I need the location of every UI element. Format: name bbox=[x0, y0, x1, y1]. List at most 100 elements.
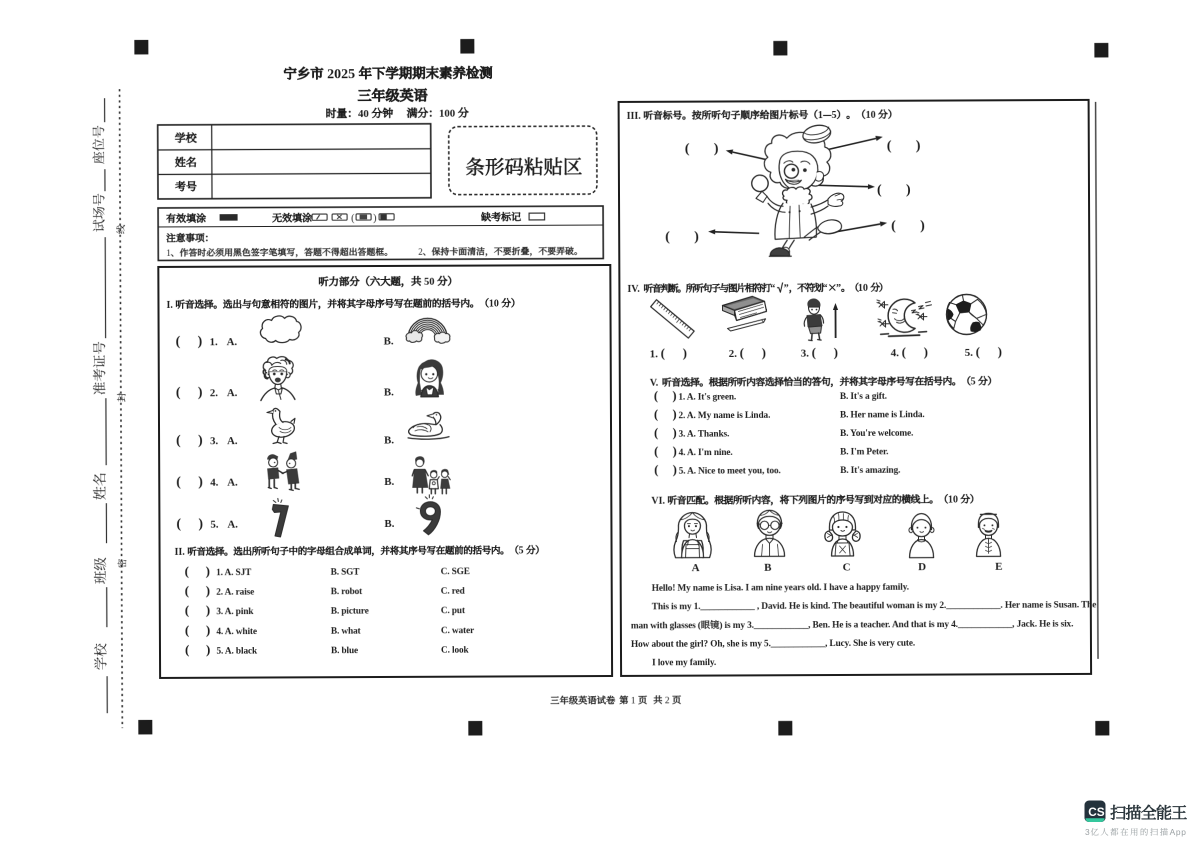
svg-text:B. Her name is Linda.: B. Her name is Linda. bbox=[840, 410, 925, 420]
svg-text:): ) bbox=[206, 602, 210, 617]
svg-text:C. water: C. water bbox=[441, 626, 474, 636]
svg-text:(: ( bbox=[185, 622, 189, 637]
svg-text:1: 1 bbox=[818, 110, 823, 121]
svg-text:(: ( bbox=[665, 230, 670, 245]
svg-text:): ) bbox=[198, 474, 203, 490]
svg-text:5. A. black: 5. A. black bbox=[216, 646, 258, 656]
svg-text:3. A. pink: 3. A. pink bbox=[216, 607, 254, 617]
svg-text:VI.: VI. bbox=[651, 496, 667, 507]
svg-text:1.: 1. bbox=[650, 348, 659, 360]
svg-text:3. A. Thanks.: 3. A. Thanks. bbox=[679, 429, 730, 439]
svg-text:4. A. I'm nine.: 4. A. I'm nine. bbox=[679, 448, 733, 458]
svg-text:1: 1 bbox=[166, 248, 170, 258]
svg-text:C: C bbox=[843, 561, 851, 573]
svg-text:3.: 3. bbox=[801, 348, 810, 360]
svg-text:3: 3 bbox=[1085, 827, 1090, 837]
svg-text:(: ( bbox=[654, 389, 658, 403]
svg-text:50: 50 bbox=[421, 277, 437, 288]
svg-text:): ) bbox=[206, 642, 210, 657]
svg-text:): ) bbox=[198, 432, 203, 448]
svg-text:2.: 2. bbox=[210, 387, 218, 399]
svg-text:1. A. SJT: 1. A. SJT bbox=[216, 568, 252, 578]
svg-text:): ) bbox=[834, 346, 838, 360]
svg-text:4.: 4. bbox=[210, 477, 218, 489]
svg-text:C. red: C. red bbox=[441, 587, 466, 597]
svg-text:(: ( bbox=[176, 474, 181, 490]
svg-text:): ) bbox=[916, 139, 921, 154]
svg-text:4.: 4. bbox=[891, 347, 900, 359]
svg-text:): ) bbox=[714, 142, 719, 157]
svg-text:”: ” bbox=[784, 283, 789, 294]
svg-text:): ) bbox=[206, 583, 210, 598]
svg-text:B.: B. bbox=[384, 434, 394, 446]
svg-text:How about the girl? Oh, she is: How about the girl? Oh, she is my 5.____… bbox=[631, 639, 915, 650]
svg-text:4. A. white: 4. A. white bbox=[216, 627, 257, 637]
svg-text:(: ( bbox=[877, 183, 882, 198]
svg-text:5.: 5. bbox=[965, 347, 974, 359]
svg-text:B. picture: B. picture bbox=[331, 607, 369, 617]
svg-text:(: ( bbox=[976, 345, 980, 359]
svg-text:man with glasses (: man with glasses ( bbox=[631, 620, 701, 631]
svg-text:): ) bbox=[694, 230, 699, 245]
svg-text:2: 2 bbox=[418, 247, 422, 257]
svg-text:5.: 5. bbox=[210, 519, 218, 531]
svg-text:10: 10 bbox=[948, 494, 961, 505]
svg-text:(: ( bbox=[185, 563, 189, 578]
svg-text:(: ( bbox=[185, 583, 189, 598]
svg-text:10: 10 bbox=[489, 298, 502, 309]
svg-text:5: 5 bbox=[971, 376, 979, 387]
svg-text:2: 2 bbox=[662, 696, 672, 706]
svg-text:A.: A. bbox=[227, 435, 238, 447]
svg-text:): ) bbox=[206, 622, 210, 637]
svg-text:V.: V. bbox=[650, 378, 661, 389]
svg-text:B. You're welcome.: B. You're welcome. bbox=[840, 429, 913, 439]
svg-text:(: ( bbox=[685, 142, 690, 157]
svg-text:2.: 2. bbox=[729, 348, 738, 360]
svg-text:(: ( bbox=[654, 444, 658, 458]
svg-text:): ) bbox=[673, 463, 677, 477]
svg-text:100: 100 bbox=[439, 108, 458, 120]
svg-text:): ) bbox=[924, 345, 928, 359]
svg-text:A.: A. bbox=[227, 519, 238, 531]
svg-text:): ) bbox=[920, 219, 925, 234]
svg-text:3.: 3. bbox=[210, 435, 218, 447]
svg-text:CS: CS bbox=[1088, 805, 1105, 819]
svg-text:2. A. raise: 2. A. raise bbox=[216, 588, 254, 598]
svg-text:): ) bbox=[683, 346, 687, 360]
svg-text:): ) bbox=[672, 407, 676, 421]
svg-text:(: ( bbox=[176, 432, 181, 448]
svg-text:(: ( bbox=[176, 516, 181, 532]
svg-text:B. SGT: B. SGT bbox=[331, 568, 361, 578]
svg-text:): ) bbox=[198, 516, 203, 532]
svg-text:Hello! My name is Lisa. I am n: Hello! My name is Lisa. I am nine years … bbox=[652, 583, 909, 594]
svg-text:): ) bbox=[373, 213, 377, 224]
svg-text:B.: B. bbox=[384, 335, 394, 347]
svg-text:(: ( bbox=[654, 426, 658, 440]
svg-text:1. A. It's green.: 1. A. It's green. bbox=[678, 392, 736, 402]
svg-text:B.: B. bbox=[384, 386, 394, 398]
svg-text:): ) bbox=[198, 333, 203, 349]
svg-text:C. put: C. put bbox=[441, 606, 466, 616]
svg-text:5. A. Nice to meet you, too.: 5. A. Nice to meet you, too. bbox=[679, 466, 781, 476]
svg-text:(: ( bbox=[176, 333, 181, 349]
svg-text:B. robot: B. robot bbox=[331, 587, 363, 597]
svg-text:(: ( bbox=[740, 346, 744, 360]
svg-text:II.: II. bbox=[175, 547, 188, 558]
svg-text:(: ( bbox=[654, 407, 658, 421]
svg-text:B.: B. bbox=[384, 518, 394, 530]
svg-text:(: ( bbox=[185, 642, 189, 657]
svg-text:(: ( bbox=[812, 346, 816, 360]
svg-text:B. I'm Peter.: B. I'm Peter. bbox=[840, 447, 888, 457]
svg-text:E: E bbox=[995, 561, 1002, 573]
svg-text:“: “ bbox=[822, 283, 827, 294]
svg-text:40: 40 bbox=[358, 108, 372, 120]
svg-text:(: ( bbox=[654, 463, 658, 477]
svg-text:D: D bbox=[918, 561, 926, 573]
svg-text:B.: B. bbox=[384, 476, 394, 488]
svg-text:(: ( bbox=[887, 139, 892, 154]
svg-text:10: 10 bbox=[858, 283, 871, 294]
svg-text:): ) bbox=[906, 183, 911, 198]
svg-text:): ) bbox=[998, 345, 1002, 359]
svg-text:This is my 1.____________ , Da: This is my 1.____________ , David. He is… bbox=[652, 600, 1096, 612]
svg-text:): ) bbox=[673, 426, 677, 440]
